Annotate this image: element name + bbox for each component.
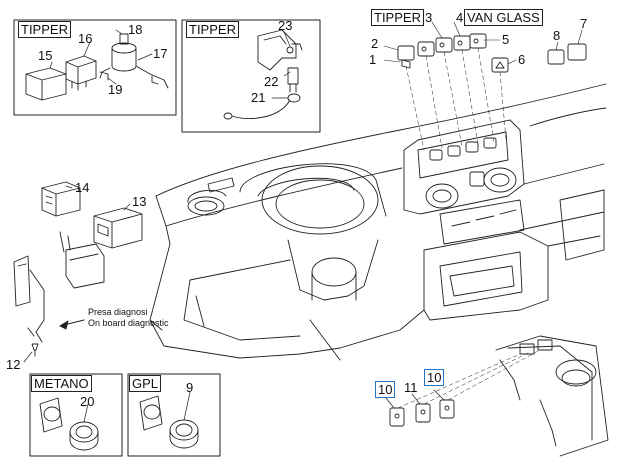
inset-title-tipper-relay: TIPPER (18, 21, 71, 38)
callout-4-prefix: 4 (456, 10, 464, 25)
sensor-part-22 (287, 67, 299, 93)
inset-frame-gpl (127, 373, 221, 457)
screw-part-12 (31, 343, 39, 357)
bracket-part-23 (257, 29, 303, 71)
callout-5: 5 (502, 32, 510, 47)
diagnostic-note-line1: Presa diagnosi (88, 307, 148, 317)
dashboard-assembly (149, 83, 607, 361)
callout-8: 8 (553, 28, 561, 43)
leader-lines-left (23, 185, 131, 363)
console-detail (495, 335, 609, 457)
callout-15: 15 (38, 48, 53, 63)
callout-10-right: 10 (424, 369, 445, 386)
callout-6: 6 (518, 52, 526, 67)
inset-title-van-glass: VAN GLASS (464, 9, 543, 26)
inset-title-metano: METANO (31, 375, 92, 392)
leader-lines-inset-2 (271, 31, 291, 99)
inset-frame-tipper-relay (13, 19, 177, 116)
inset-title-gpl: GPL (129, 375, 162, 392)
callout-20: 20 (80, 394, 95, 409)
inset-frame-metano (29, 373, 123, 457)
connector-part-14 (41, 181, 81, 217)
callout-16: 16 (78, 31, 93, 46)
module-part-13 (93, 207, 143, 249)
callout-21: 21 (251, 90, 266, 105)
buzzer-part-17 (99, 33, 169, 89)
callout-12: 12 (6, 357, 21, 372)
callout-7: 7 (580, 16, 588, 31)
inset-frame-tipper-sensor (181, 19, 321, 133)
diagnostic-bracket (13, 231, 105, 343)
switch-projection-lines (405, 47, 507, 151)
console-projection-lines (397, 349, 541, 409)
switch-part-10-11 (385, 389, 455, 427)
callout-17: 17 (153, 46, 168, 61)
relay-part-16 (65, 55, 97, 91)
diagnostic-note-line2: On board diagnostic (88, 318, 169, 328)
callout-23: 23 (278, 18, 293, 33)
callout-9: 9 (186, 380, 194, 395)
callout-1: 1 (369, 52, 377, 67)
inset-title-tipper-switch: TIPPER (371, 9, 424, 26)
gas-switch-part-9 (139, 391, 199, 449)
callout-19: 19 (108, 82, 123, 97)
callout-14: 14 (75, 180, 90, 195)
relay-part-15 (25, 67, 67, 101)
callout-13: 13 (132, 194, 147, 209)
inset-title-tipper-sensor: TIPPER (186, 21, 239, 38)
callout-10-left: 10 (375, 381, 396, 398)
callout-3: 3 (425, 10, 433, 25)
callout-18: 18 (128, 22, 143, 37)
gas-switch-part-20 (39, 397, 99, 451)
callout-22: 22 (264, 74, 279, 89)
callout-2: 2 (371, 36, 379, 51)
switch-leader-lines (383, 21, 583, 65)
leader-lines-inset-1 (49, 29, 153, 85)
diagnostic-arrow (59, 319, 85, 330)
callout-11: 11 (404, 380, 418, 395)
